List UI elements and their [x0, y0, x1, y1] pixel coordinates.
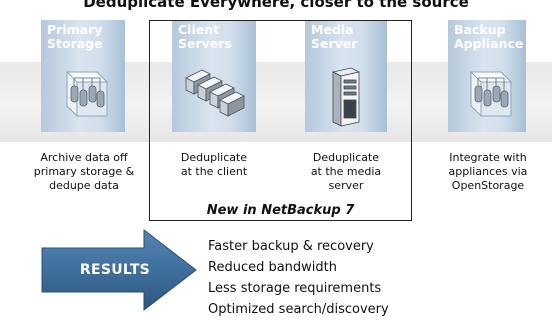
column-title-media-server: Media Server	[311, 23, 389, 51]
new-in-netbackup-box	[149, 20, 412, 221]
column-title-text: Client Servers	[178, 22, 232, 51]
column-title-text: Backup Appliance	[454, 22, 524, 51]
caption-line: at the media	[310, 165, 382, 178]
column-title-text: Primary Storage	[47, 22, 103, 51]
column-client-servers: Client Servers	[172, 20, 256, 132]
new-in-netbackup-label: New in NetBackup 7	[206, 203, 355, 218]
column-primary-storage: Primary Storage	[41, 20, 125, 132]
result-item: Faster backup & recovery	[208, 239, 374, 254]
caption-backup-appliance: Integrate with appliances via OpenStorag…	[438, 151, 538, 193]
column-backup-appliance: Backup Appliance	[448, 20, 526, 132]
results-arrow-icon	[41, 228, 197, 312]
column-title-client-servers: Client Servers	[178, 23, 256, 51]
caption-line: at the client	[180, 165, 248, 178]
caption-line: appliances via	[448, 165, 528, 178]
caption-line: Integrate with	[449, 151, 527, 164]
diagram-heading: Deduplicate Everywhere, closer to the so…	[83, 0, 469, 11]
caption-line: Deduplicate	[180, 151, 248, 164]
storage-array-icon	[65, 71, 109, 117]
caption-line: Archive data off	[40, 151, 128, 164]
column-title-text: Media Server	[311, 22, 358, 51]
result-item: Optimized search/discovery	[208, 302, 389, 317]
caption-line: primary storage &	[33, 165, 135, 178]
caption-line: OpenStorage	[451, 179, 525, 192]
appliance-icon	[469, 71, 513, 117]
caption-line: dedupe data	[49, 179, 119, 192]
caption-media-server: Deduplicate at the media server	[296, 151, 396, 193]
results-label: RESULTS	[79, 262, 151, 278]
server-tower-icon	[331, 67, 361, 127]
caption-primary-storage: Archive data off primary storage & dedup…	[26, 151, 142, 193]
column-media-server: Media Server	[305, 20, 387, 132]
caption-client-servers: Deduplicate at the client	[164, 151, 264, 179]
result-item: Less storage requirements	[208, 281, 382, 296]
caption-line: Deduplicate	[312, 151, 380, 164]
column-title-primary-storage: Primary Storage	[47, 23, 125, 51]
column-title-backup-appliance: Backup Appliance	[454, 23, 532, 51]
result-item: Reduced bandwidth	[208, 260, 338, 275]
caption-line: server	[328, 179, 364, 192]
server-stack-icon	[185, 69, 245, 117]
